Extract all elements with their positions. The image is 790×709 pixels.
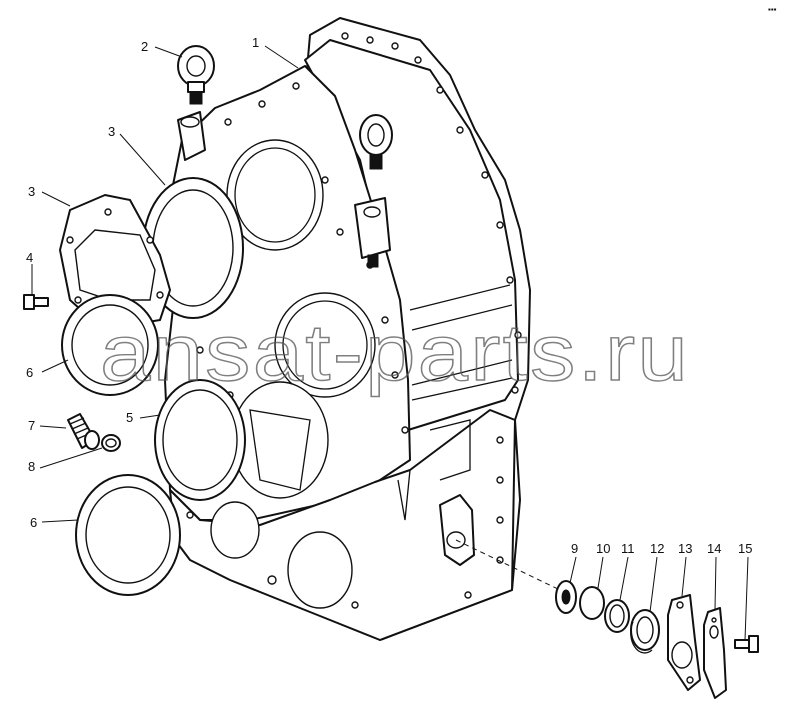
callout-10: 10 bbox=[596, 541, 610, 556]
callout-2: 2 bbox=[141, 39, 148, 54]
eye-bolt-part-2 bbox=[177, 45, 215, 105]
callout-15: 15 bbox=[738, 541, 752, 556]
callout-14: 14 bbox=[707, 541, 721, 556]
callout-11: 11 bbox=[621, 541, 635, 556]
callout-7: 7 bbox=[28, 418, 35, 433]
assembly-axis-line bbox=[455, 539, 561, 591]
bolt-part-15 bbox=[734, 635, 759, 653]
callout-3-lower: 5 bbox=[126, 410, 133, 425]
callout-6-lower: 6 bbox=[30, 515, 37, 530]
callout-9: 9 bbox=[571, 541, 578, 556]
seal-part-12 bbox=[630, 609, 660, 654]
callout-12: 12 bbox=[650, 541, 664, 556]
callout-4: 3 bbox=[28, 184, 35, 199]
ring-part-11 bbox=[604, 599, 630, 633]
gasket-plate-part-13 bbox=[667, 594, 701, 691]
disc-part-10 bbox=[579, 586, 605, 620]
plug-part-7 bbox=[67, 413, 100, 450]
callout-labels: 1 2 3 3 4 6 5 7 8 6 9 10 11 12 13 14 15 bbox=[26, 35, 752, 556]
callout-13: 13 bbox=[678, 541, 692, 556]
snap-ring-part-3-lower bbox=[154, 379, 246, 501]
gearbox-housing bbox=[164, 17, 531, 641]
o-ring-part-8 bbox=[101, 434, 121, 452]
watermark: ansat-parts.ru bbox=[100, 308, 690, 397]
callout-1: 1 bbox=[252, 35, 259, 50]
callout-3-upper: 3 bbox=[108, 124, 115, 139]
callout-5: 4 bbox=[26, 250, 33, 265]
seal-part-6-upper bbox=[61, 294, 159, 396]
seal-part-6-lower bbox=[75, 474, 181, 596]
corner-mark: ▪▪▪ bbox=[768, 5, 777, 14]
callout-8: 8 bbox=[28, 459, 35, 474]
leader-lines bbox=[31, 45, 749, 641]
bolt-part-5 bbox=[23, 294, 49, 310]
retaining-washer-part-9 bbox=[555, 580, 577, 614]
callout-6-upper: 6 bbox=[26, 365, 33, 380]
cover-plate-part-14 bbox=[703, 607, 727, 699]
